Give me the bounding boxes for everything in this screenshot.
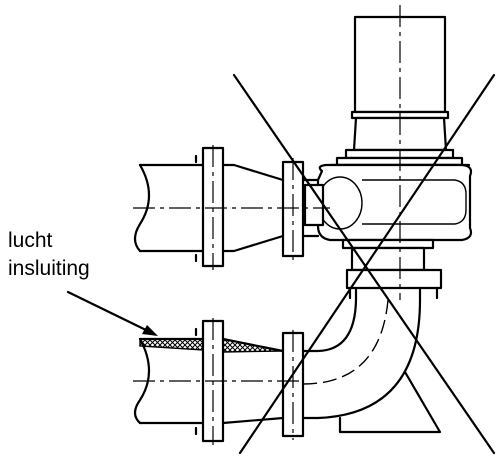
upper-suction-pipe <box>133 146 320 268</box>
air-pocket-hatch-2 <box>222 338 284 353</box>
annotation-lucht: lucht <box>8 229 53 252</box>
pump-volute <box>303 163 473 242</box>
cross-out-mark <box>232 73 496 455</box>
outlet-flanges <box>341 238 443 300</box>
leader-arrow <box>66 290 158 336</box>
centerlines <box>133 5 401 445</box>
air-pocket-hatch <box>139 338 204 351</box>
lower-discharge-pipe <box>133 286 442 443</box>
annotation-insluiting: insluiting <box>8 257 90 280</box>
